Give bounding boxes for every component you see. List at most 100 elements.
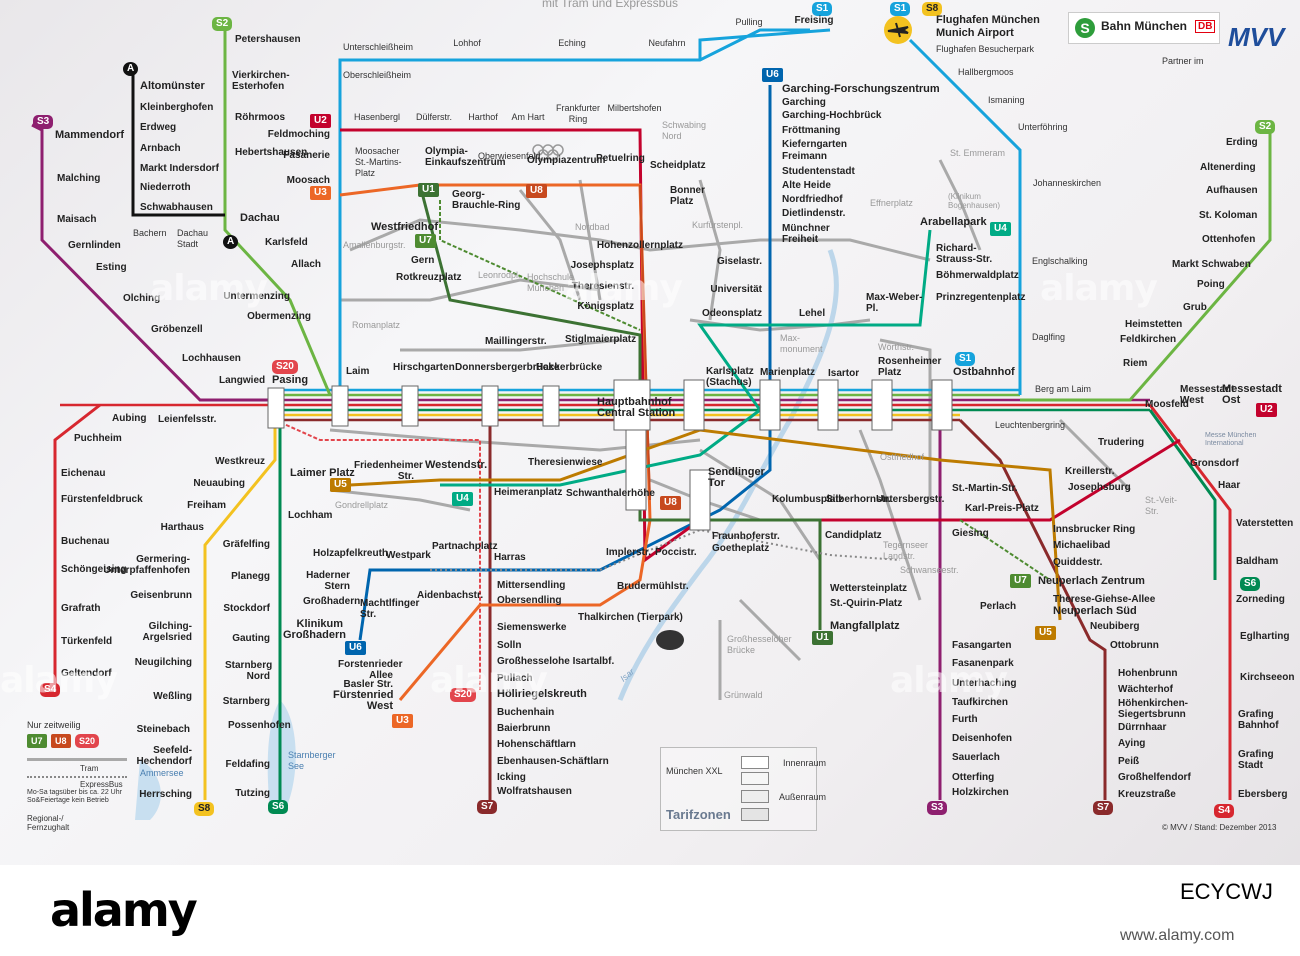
tarif-swatch-4 — [741, 808, 769, 821]
station-aidenbachstr: Aidenbachstr. — [417, 590, 484, 601]
station-harras: Harras — [494, 552, 526, 563]
station-ebersberg: Ebersberg — [1238, 789, 1288, 800]
station-arabellapark: Arabellapark — [920, 216, 987, 228]
footer-code: ECYCWJ — [1180, 879, 1273, 904]
station-ottobrunn: Ottobrunn — [1110, 640, 1159, 651]
station-scheidplatz: Scheidplatz — [650, 160, 706, 171]
station-ottenhofen: Ottenhofen — [1202, 234, 1256, 245]
line-badge-u6: U6 — [762, 68, 783, 82]
station-berg-am-laim: Berg am Laim — [1035, 384, 1092, 394]
tram-max-monument: Max-monument — [780, 333, 823, 354]
station-esting: Esting — [96, 262, 127, 273]
legend-nur-zeitweilig: Nur zeitweilig — [27, 720, 81, 730]
tarif-muenchen-xxl: München XXL — [666, 766, 723, 776]
station-altenerding: Altenerding — [1200, 162, 1256, 173]
station-trudering: Trudering — [1098, 437, 1145, 448]
station-garching-hochbrueck: Garching-Hochbrück — [782, 110, 882, 121]
line-badge-s8-airport: S8 — [922, 2, 943, 16]
watermark-5: alamy — [430, 660, 548, 701]
station-hackerbruecke: Hackerbrücke — [536, 362, 603, 373]
station-hallbergmoos: Hallbergmoos — [958, 67, 1014, 77]
station-sendlinger-tor: Sendlinger Tor — [708, 466, 765, 489]
station-innsbrucker-ring: Innsbrucker Ring — [1053, 524, 1136, 535]
station-arnbach: Arnbach — [140, 143, 181, 154]
station-hoehenkirchen: Höhenkirchen-Siegertsbrunn — [1118, 698, 1189, 720]
station-marienplatz: Marienplatz — [760, 367, 816, 378]
station-frankfurter-ring: Frankfurter Ring — [555, 103, 600, 124]
tarif-swatch-1 — [741, 756, 769, 769]
station-maisach: Maisach — [57, 214, 97, 225]
station-markt-indersdorf: Markt Indersdorf — [140, 163, 219, 174]
station-hauptbahnhof: Hauptbahnhof — [597, 396, 672, 408]
tarif-innenraum: Innenraum — [783, 758, 827, 768]
station-schoengeising: Schöngeising — [61, 564, 127, 575]
line-badge-s8-herrsching: S8 — [194, 802, 215, 816]
station-rosenheimer-platz: Rosenheimer Platz — [878, 356, 942, 378]
tram-effnerplatz: Effnerplatz — [870, 198, 913, 208]
db-logo: DB — [1195, 20, 1216, 33]
station-duernhaar: Dürrnhaar — [1118, 722, 1167, 733]
footer-url: www.alamy.com — [1120, 927, 1235, 944]
station-tuerkenfeld: Türkenfeld — [61, 636, 113, 647]
legend-regional: Regional-/ Fernzughalt — [27, 814, 70, 832]
station-wessling: Weßling — [153, 691, 192, 702]
brand-name: Bahn München — [1101, 19, 1187, 33]
station-rotkreuzplatz: Rotkreuzplatz — [396, 272, 462, 283]
station-hirschgarten: Hirschgarten — [393, 362, 455, 373]
station-westkreuz: Westkreuz — [215, 456, 265, 467]
watermark-4: alamy — [0, 660, 118, 701]
station-odeonsplatz: Odeonsplatz — [701, 308, 762, 319]
s4-line-west — [53, 403, 101, 690]
station-siemenswerke: Siemenswerke — [497, 622, 567, 633]
station-wettersteinplatz: Wettersteinplatz — [830, 583, 908, 594]
line-badge-u2-messestadt: U2 — [1256, 403, 1277, 417]
station-harthof: Harthof — [468, 112, 498, 122]
station-richard-strauss: Richard-Strauss-Str. — [936, 243, 993, 265]
station-klinikum: Klinikum Großhadern — [283, 618, 346, 641]
station-airport: Munich Airport — [936, 27, 1014, 39]
station-obersendling: Obersendling — [497, 595, 562, 606]
station-lochhausen: Lochhausen — [182, 353, 241, 364]
station-moosfeld: Moosfeld — [1145, 399, 1189, 410]
station-erdweg: Erdweg — [140, 122, 177, 133]
station-friedenheimer: Friedenheimer Str. — [354, 460, 423, 482]
station-deisenhofen: Deisenhofen — [952, 733, 1013, 744]
station-geisenbrunn: Geisenbrunn — [130, 590, 192, 601]
a-line — [131, 70, 225, 217]
station-schwanthalerhoehe: Schwanthalerhöhe — [566, 488, 655, 499]
s2-line-east — [1020, 130, 1272, 402]
station-fuerstenfeldbruck: Fürstenfeldbruck — [61, 494, 143, 505]
station-kolumbusplatz: Kolumbusplatz — [772, 494, 844, 505]
station-ostbahnhof: Ostbahnhof — [953, 366, 1015, 378]
line-badge-s7-kreuzstrasse: S7 — [1093, 801, 1114, 815]
station-freimann: Freimann — [782, 151, 828, 162]
station-giesing: Giesing — [952, 528, 989, 539]
station-duelferstr: Dülferstr. — [415, 112, 453, 122]
station-nordfriedhof: Nordfriedhof — [782, 194, 843, 205]
station-stockdorf: Stockdorf — [223, 603, 270, 614]
tram-gruenwald: Grünwald — [724, 690, 763, 700]
station-kreuzstrasse: Kreuzstraße — [1118, 789, 1176, 800]
station-stiglmaierplatz: Stiglmaierplatz — [565, 334, 637, 345]
station-goetheplatz: Goetheplatz — [712, 543, 770, 554]
station-petershausen: Petershausen — [235, 34, 301, 45]
station-grosshelfendorf: Großhelfendorf — [1118, 772, 1191, 783]
station-starnberg-nord: Starnberg Nord — [225, 660, 273, 682]
station-hebertshausen: Hebertshausen — [235, 147, 308, 158]
station-markt-schwaben: Markt Schwaben — [1172, 259, 1251, 270]
footer-brand: alamy — [50, 883, 198, 937]
station-furth: Furth — [952, 714, 978, 725]
line-badge-s1-airport: S1 — [890, 2, 911, 16]
station-kirchseeon: Kirchseeon — [1240, 672, 1295, 683]
station-thalkirchen: Thalkirchen (Tierpark) — [578, 612, 683, 623]
station-harthaus: Harthaus — [160, 522, 204, 533]
station-holzkirchen: Holzkirchen — [952, 787, 1009, 798]
station-mittersendling: Mittersendling — [497, 580, 566, 591]
line-badge-u4: U4 — [990, 222, 1011, 236]
s8-line — [203, 415, 277, 800]
line-badge-s3-holzkirchen: S3 — [927, 801, 948, 815]
station-hohenzollernplatz: Hohenzollernplatz — [596, 240, 683, 251]
station-aufhausen: Aufhausen — [1206, 185, 1258, 196]
station-puchheim: Puchheim — [74, 433, 122, 444]
station-baierbrunn: Baierbrunn — [497, 723, 551, 734]
